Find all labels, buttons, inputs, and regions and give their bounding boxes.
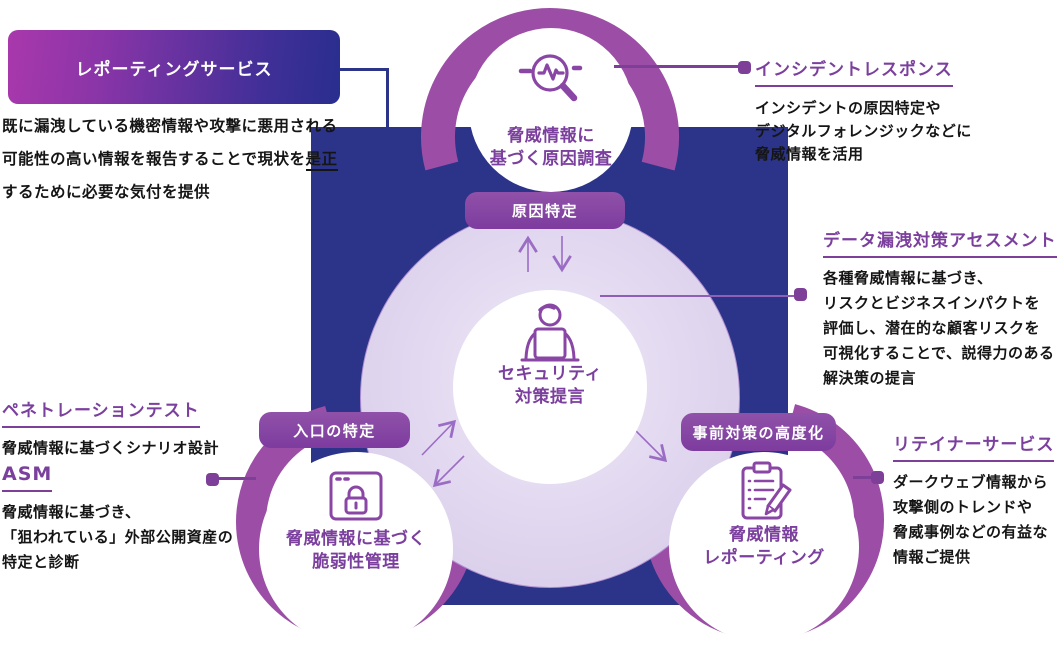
description-line: 既に漏洩している機密情報や攻撃に悪用される <box>2 117 338 135</box>
section-retainer-service: リテイナーサービス ダークウェブ情報から 攻撃側のトレンドや 脅威事例などの有益… <box>893 430 1062 570</box>
section-title: ASM <box>2 463 53 492</box>
section-body: インシデントの原因特定や デジタルフォレンジックなどに 脅威情報を活用 <box>755 99 972 163</box>
incident-connector-dot <box>738 61 751 74</box>
retainer-connector-dot <box>871 471 884 484</box>
underlined-term: 是正 <box>305 150 338 171</box>
node-label-threat-reporting: 脅威情報レポーティング <box>703 525 825 568</box>
node-label-security-proposal: セキュリティ対策提言 <box>498 364 602 407</box>
section-title: データ漏洩対策アセスメント <box>823 226 1057 258</box>
reporting-service-badge-label: レポーティングサービス <box>75 59 273 80</box>
retainer-connector-line <box>853 476 873 479</box>
section-body: ダークウェブ情報から 攻撃側のトレンドや 脅威事例などの有益な 情報ご提供 <box>893 473 1049 566</box>
node-security-proposal <box>453 290 647 484</box>
description-line: 可能性の高い情報を報告することで現状を是正 <box>2 143 354 176</box>
badge-connector-line-vertical <box>386 68 389 128</box>
incident-connector-line <box>614 65 740 68</box>
pill-entry-identification: 入口の特定 <box>259 412 410 448</box>
section-body: 各種脅威情報に基づき、 リスクとビジネスインパクトを 評価し、潜在的な顧客リスク… <box>823 269 1055 387</box>
clipboard-pencil-icon <box>741 461 792 520</box>
browser-lock-icon <box>329 471 383 521</box>
section-incident-response: インシデントレスポンス インシデントの原因特定や デジタルフォレンジックなどに … <box>755 55 1055 166</box>
section-title: ペネトレーションテスト <box>2 396 200 428</box>
section-body: 脅威情報に基づくシナリオ設計 <box>2 439 220 457</box>
reporting-service-description: 既に漏洩している機密情報や攻撃に悪用される 可能性の高い情報を報告することで現状… <box>2 110 354 209</box>
person-laptop-icon <box>520 303 580 362</box>
pill-cause-identification: 原因特定 <box>465 192 625 229</box>
pill-proactive-enhancement: 事前対策の高度化 <box>681 413 836 451</box>
reporting-service-badge: レポーティングサービス <box>8 30 340 104</box>
assessment-connector-dot <box>794 288 807 301</box>
search-pulse-icon <box>518 54 583 102</box>
asm-connector-dot <box>206 473 219 486</box>
section-asm: ASM 脅威情報に基づき、 「狙われている」外部公開資産の 特定と診断 <box>2 463 252 575</box>
node-label-vulnerability-management: 脅威情報に基づく脆弱性管理 <box>286 529 426 572</box>
section-penetration-test: ペネトレーションテスト 脅威情報に基づくシナリオ設計 <box>2 396 252 461</box>
node-label-cause-investigation: 脅威情報に基づく原因調査 <box>489 126 613 169</box>
section-body: 脅威情報に基づき、 「狙われている」外部公開資産の 特定と診断 <box>2 503 234 571</box>
section-title: インシデントレスポンス <box>755 55 953 87</box>
section-title: リテイナーサービス <box>893 430 1055 462</box>
description-line: するために必要な気付を提供 <box>2 183 211 201</box>
badge-connector-line-horizontal <box>340 68 389 71</box>
section-data-leak-assessment: データ漏洩対策アセスメント 各種脅威情報に基づき、 リスクとビジネスインパクトを… <box>823 226 1062 391</box>
